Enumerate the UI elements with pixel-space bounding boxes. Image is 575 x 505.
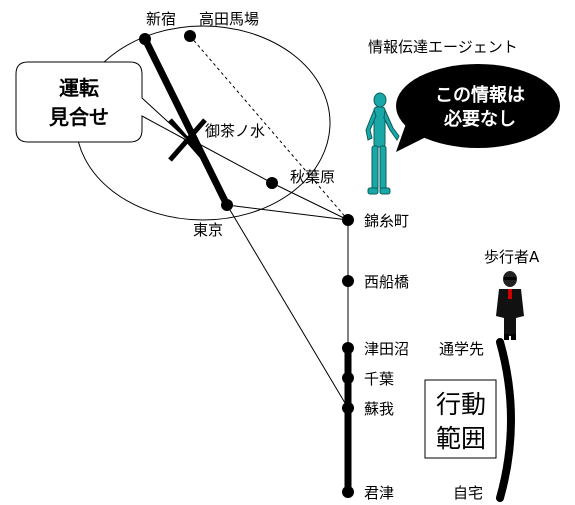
route-line-tokyo-kinshicho <box>226 204 349 221</box>
station-dot-akihabara <box>266 177 278 189</box>
suspension-callout: 運転 見合せ <box>15 61 191 143</box>
route-line-akihabara-kinshicho <box>271 182 349 221</box>
station-label-ochanomizu: 御茶ノ水 <box>205 122 265 140</box>
station-dot-kinshicho <box>342 214 354 226</box>
station-label-tokyo: 東京 <box>193 221 223 239</box>
route-line-takadanobaba-kinshicho <box>189 35 349 221</box>
speech-text-line1: この情報は <box>435 84 525 106</box>
station-dot-tokyo <box>221 199 233 211</box>
station-label-shinjuku: 新宿 <box>146 10 176 28</box>
home-label: 自宅 <box>453 484 483 502</box>
suspension-text-line2: 見合せ <box>49 105 109 129</box>
station-dot-soga <box>342 402 354 414</box>
pedestrian-label: 歩行者A <box>484 248 540 266</box>
station-label-tsudanuma: 津田沼 <box>364 340 409 358</box>
station-dot-chiba <box>342 372 354 384</box>
thick-line-shinjuku-tokyo <box>141 35 231 209</box>
suspension-text-line1: 運転 <box>59 76 99 100</box>
station-dot-nishifunabashi <box>342 275 354 287</box>
commute-destination-label: 通学先 <box>439 340 484 358</box>
station-dot-shinjuku <box>139 33 151 45</box>
range-text-line2: 範囲 <box>436 424 486 453</box>
range-bracket <box>496 338 515 502</box>
pedestrian-figure <box>496 271 524 340</box>
station-label-kisarazu: 君津 <box>364 484 394 502</box>
station-label-kinshicho: 錦糸町 <box>364 212 409 230</box>
station-dot-kisarazu <box>342 486 354 498</box>
station-label-soga: 蘇我 <box>364 400 394 418</box>
route-line-tokyo-soga <box>226 204 349 409</box>
station-dot-takadanobaba <box>184 30 196 42</box>
range-text-line1: 行動 <box>436 390 486 419</box>
station-label-chiba: 千葉 <box>364 370 394 388</box>
station-label-nishifunabashi: 西船橋 <box>364 273 409 291</box>
station-label-takadanobaba: 高田馬場 <box>199 10 259 28</box>
station-label-akihabara: 秋葉原 <box>290 168 335 186</box>
route-line-ochanomizu-akihabara <box>187 137 273 184</box>
speech-text-line2: 必要なし <box>443 108 516 130</box>
action-range-box: 行動 範囲 <box>424 379 497 459</box>
station-dot-tsudanuma <box>342 342 354 354</box>
agent-figure <box>365 92 400 195</box>
agent-speech-bubble: この情報は 必要なし <box>396 64 560 152</box>
agent-title: 情報伝達エージェント <box>368 38 518 56</box>
